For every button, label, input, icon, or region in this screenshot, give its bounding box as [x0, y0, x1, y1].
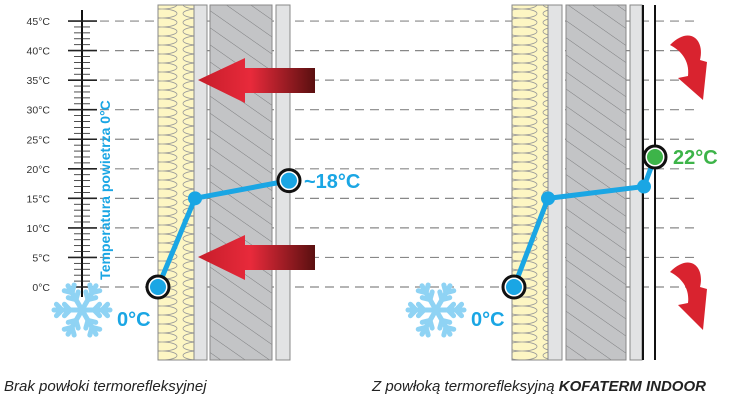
right-outside-temp: 0°C [471, 309, 505, 331]
right-temperature-line [511, 156, 658, 288]
tick-label: 0°C [32, 282, 50, 294]
tick-label: 40°C [27, 46, 51, 58]
caption-right: Z powłoką termorefleksyjną KOFATERM INDO… [372, 378, 706, 395]
caption-brand: KOFATERM INDOOR [558, 378, 706, 395]
temperature-point [188, 191, 202, 206]
tick-label: 20°C [27, 164, 51, 176]
temperature-point [506, 279, 522, 295]
temperature-point [647, 148, 663, 165]
tick-label: 10°C [27, 223, 51, 235]
caption-left: Brak powłoki termorefleksyjnej [4, 378, 207, 395]
axis-vertical-label: Temperatura powietrza 0°C [97, 100, 113, 280]
wall-right [511, 4, 656, 361]
heat-loss-arrow-icon [198, 235, 315, 280]
tick-label: 15°C [27, 193, 51, 205]
tick-label: 45°C [27, 16, 51, 28]
tick-label: 35°C [27, 75, 51, 87]
reflect-arrow-icon [670, 35, 707, 100]
plaster-layer [547, 4, 563, 361]
snowflake-icon [51, 282, 113, 338]
insulation-layer [157, 4, 195, 361]
temperature-point [541, 191, 555, 206]
left-outside-temp: 0°C [117, 309, 151, 331]
masonry-layer [565, 4, 627, 361]
masonry-layer [209, 4, 273, 361]
tick-label: 5°C [32, 252, 50, 264]
right-inside-temp: 22°C [673, 147, 718, 169]
insulation-layer [511, 4, 549, 361]
tick-label: 25°C [27, 134, 51, 146]
wall-left [157, 4, 291, 361]
plaster-layer [193, 4, 208, 361]
temperature-point [150, 279, 166, 295]
left-inside-temp: ~18°C [304, 171, 360, 193]
heat-loss-arrow-icon [198, 58, 315, 103]
caption-right-text: Z powłoką termorefleksyjną [372, 378, 559, 395]
reflect-arrow-icon [670, 262, 707, 330]
temperature-point [637, 179, 651, 194]
snowflake-icon [405, 282, 467, 338]
temperature-point [281, 172, 297, 189]
tick-label: 30°C [27, 105, 51, 117]
temperature-scale: 45°C 40°C 35°C 30°C 25°C 20°C 15°C 10°C 5°C 0°C [27, 10, 97, 297]
